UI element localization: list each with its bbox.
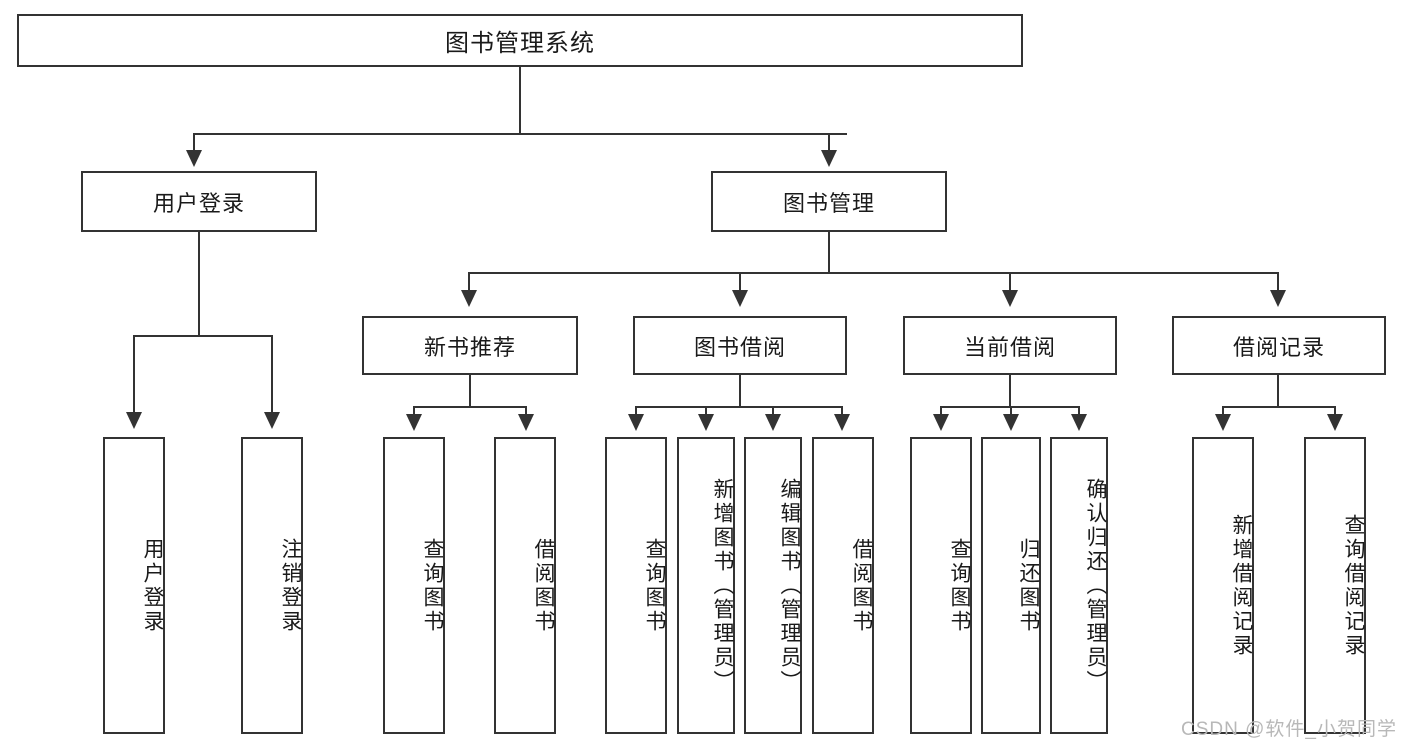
connector-recommend-to-leaf-1	[413, 406, 415, 416]
arrow-book-mgmt-to-record	[1270, 290, 1286, 307]
arrow-recommend-to-leaf-1	[406, 414, 422, 431]
connector-current-to-leaf-2	[1010, 406, 1012, 416]
leaf-borrow-add-book-admin[interactable]: 新增图书（管理员）	[677, 437, 735, 734]
connector-borrow-to-leaf-3	[772, 406, 774, 416]
arrow-current-to-leaf-2	[1003, 414, 1019, 431]
connector-borrow-bus	[635, 406, 843, 408]
leaf-user-login-login[interactable]: 用户登录	[103, 437, 165, 734]
node-current-borrow[interactable]: 当前借阅	[903, 316, 1117, 375]
leaf-borrow-query-book[interactable]: 查询图书	[605, 437, 667, 734]
connector-record-stem	[1277, 375, 1279, 407]
leaf-recommend-borrow-book[interactable]: 借阅图书	[494, 437, 556, 734]
arrow-record-to-leaf-1	[1215, 414, 1231, 431]
connector-borrow-stem	[739, 375, 741, 407]
connector-current-to-leaf-1	[940, 406, 942, 416]
arrow-user-login-to-leaf-1	[126, 412, 142, 429]
node-label: 用户登录	[152, 190, 245, 216]
connector-borrow-to-leaf-2	[705, 406, 707, 416]
node-label: 新增借阅记录	[1230, 513, 1253, 658]
arrow-current-to-leaf-3	[1071, 414, 1087, 431]
node-label: 归还图书	[1017, 537, 1040, 634]
connector-current-stem	[1009, 375, 1011, 407]
node-label: 借阅记录	[1232, 334, 1325, 360]
leaf-recommend-query-book[interactable]: 查询图书	[383, 437, 445, 734]
connector-book-mgmt-to-borrow	[739, 272, 741, 292]
connector-book-mgmt-to-record	[1277, 272, 1279, 292]
node-label: 当前借阅	[963, 334, 1056, 360]
connector-recommend-bus	[413, 406, 526, 408]
connector-user-login-bus	[133, 335, 272, 337]
leaf-user-login-logout[interactable]: 注销登录	[241, 437, 303, 734]
leaf-borrow-borrow-book[interactable]: 借阅图书	[812, 437, 874, 734]
node-book-borrow[interactable]: 图书借阅	[633, 316, 847, 375]
arrow-current-to-leaf-1	[933, 414, 949, 431]
leaf-current-return-book[interactable]: 归还图书	[981, 437, 1041, 734]
watermark-text: CSDN @软件_小贺同学	[1181, 719, 1397, 740]
connector-recommend-stem	[469, 375, 471, 407]
node-label: 图书借阅	[693, 334, 786, 360]
connector-record-to-leaf-2	[1334, 406, 1336, 416]
connector-book-mgmt-stem	[828, 232, 830, 274]
arrow-borrow-to-leaf-3	[765, 414, 781, 431]
arrow-book-mgmt-to-current	[1002, 290, 1018, 307]
node-user-login[interactable]: 用户登录	[81, 171, 317, 232]
node-label: 借阅图书	[850, 537, 873, 634]
leaf-current-query-book[interactable]: 查询图书	[910, 437, 972, 734]
node-label: 用户登录	[141, 537, 164, 634]
node-book-management[interactable]: 图书管理	[711, 171, 947, 232]
connector-root-stem	[519, 67, 521, 134]
arrow-book-mgmt-to-borrow	[732, 290, 748, 307]
connector-record-bus	[1222, 406, 1336, 408]
node-label: 查询图书	[643, 537, 666, 634]
node-new-book-recommend[interactable]: 新书推荐	[362, 316, 578, 375]
node-label: 图书管理	[782, 190, 875, 216]
node-label: 查询图书	[948, 537, 971, 634]
connector-borrow-to-leaf-1	[635, 406, 637, 416]
connector-user-login-to-leaf-1	[133, 335, 135, 415]
arrow-borrow-to-leaf-4	[834, 414, 850, 431]
node-label: 确认归还（管理员）	[1084, 477, 1107, 694]
node-label: 新书推荐	[423, 334, 516, 360]
arrow-recommend-to-leaf-2	[518, 414, 534, 431]
leaf-borrow-edit-book-admin[interactable]: 编辑图书（管理员）	[744, 437, 802, 734]
node-borrow-record[interactable]: 借阅记录	[1172, 316, 1386, 375]
node-root-system[interactable]: 图书管理系统	[17, 14, 1023, 67]
node-label: 查询图书	[421, 537, 444, 634]
node-label: 新增图书（管理员）	[711, 477, 734, 694]
connector-borrow-to-leaf-4	[841, 406, 843, 416]
connector-root-bus	[193, 133, 847, 135]
connector-user-login-to-leaf-2	[271, 335, 273, 415]
arrow-record-to-leaf-2	[1327, 414, 1343, 431]
arrow-book-mgmt-to-recommend	[461, 290, 477, 307]
connector-book-mgmt-bus	[468, 272, 1279, 274]
connector-root-to-book-mgmt	[828, 133, 830, 153]
arrow-root-to-book-mgmt	[821, 150, 837, 167]
connector-root-to-user-login	[193, 133, 195, 153]
leaf-record-add-record[interactable]: 新增借阅记录	[1192, 437, 1254, 734]
connector-record-to-leaf-1	[1222, 406, 1224, 416]
arrow-borrow-to-leaf-2	[698, 414, 714, 431]
node-label: 编辑图书（管理员）	[778, 477, 801, 694]
arrow-borrow-to-leaf-1	[628, 414, 644, 431]
node-label: 查询借阅记录	[1342, 513, 1365, 658]
connector-user-login-stem	[198, 232, 200, 336]
connector-recommend-to-leaf-2	[525, 406, 527, 416]
connector-current-to-leaf-3	[1078, 406, 1080, 416]
node-label: 注销登录	[279, 537, 302, 634]
node-label: 图书管理系统	[445, 30, 595, 57]
leaf-current-confirm-return-admin[interactable]: 确认归还（管理员）	[1050, 437, 1108, 734]
arrow-user-login-to-leaf-2	[264, 412, 280, 429]
arrow-root-to-user-login	[186, 150, 202, 167]
node-label: 借阅图书	[532, 537, 555, 634]
connector-book-mgmt-to-recommend	[468, 272, 470, 292]
connector-book-mgmt-to-current	[1009, 272, 1011, 292]
leaf-record-query-record[interactable]: 查询借阅记录	[1304, 437, 1366, 734]
